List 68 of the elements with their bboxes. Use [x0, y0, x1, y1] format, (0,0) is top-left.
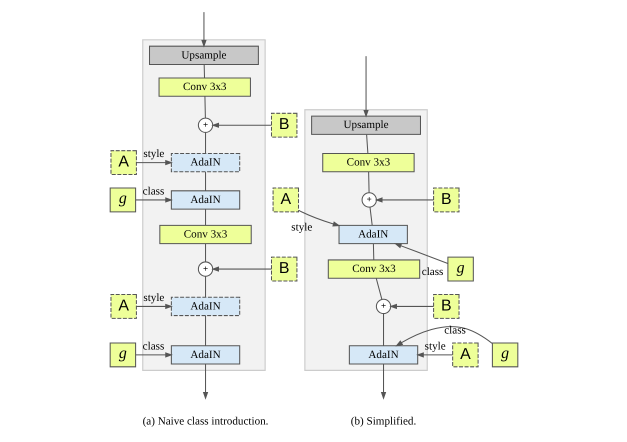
connector	[375, 278, 382, 300]
node-box: AdaIN	[170, 152, 240, 172]
node-circle: +	[197, 118, 213, 133]
node-box: Conv 3x3	[322, 152, 414, 172]
edge-label: style	[142, 148, 164, 160]
arrow	[416, 352, 452, 358]
node-box: g	[109, 188, 136, 212]
label: (a) Naive class introduction.	[142, 415, 268, 428]
arrow	[394, 243, 448, 264]
node-box: AdaIN	[170, 296, 240, 316]
connector	[204, 172, 206, 191]
edge-label: style	[424, 340, 446, 352]
node-box: A	[452, 342, 478, 368]
label: (b) Simplified.	[350, 415, 416, 428]
connector	[204, 316, 206, 346]
node-box: g	[446, 256, 474, 282]
connector	[204, 132, 206, 154]
arrow	[135, 197, 172, 203]
connector	[204, 244, 206, 262]
edge-label: class	[142, 186, 164, 198]
connector	[366, 134, 368, 154]
node-box: AdaIN	[348, 345, 418, 365]
node-box: A	[272, 188, 299, 212]
edge-label: style	[142, 292, 164, 304]
connector	[368, 207, 372, 226]
node-box: g	[109, 342, 136, 368]
node-box: g	[491, 342, 518, 368]
node-box: Upsample	[310, 116, 420, 135]
node-box: Conv 3x3	[158, 77, 250, 97]
arrow	[202, 364, 208, 400]
connector	[203, 64, 205, 78]
arrow	[374, 197, 433, 203]
node-box: Conv 3x3	[158, 224, 252, 244]
connector	[204, 209, 206, 226]
node-box: Conv 3x3	[327, 259, 420, 279]
connector	[368, 172, 370, 193]
connector	[204, 96, 206, 118]
node-box: B	[270, 256, 297, 282]
node-box: AdaIN	[338, 224, 408, 244]
connector	[372, 244, 374, 260]
arrow	[362, 56, 368, 118]
edge-label: style	[290, 221, 312, 234]
arrow	[200, 12, 206, 48]
arrow	[136, 304, 172, 310]
node-box: A	[110, 294, 136, 319]
arrow	[136, 160, 172, 166]
arrow	[394, 326, 492, 346]
connector	[204, 276, 206, 298]
node-circle: +	[361, 192, 376, 208]
node-box: B	[432, 294, 460, 319]
node-circle: +	[197, 261, 213, 277]
edge-label: class	[421, 266, 443, 278]
connector	[382, 314, 384, 346]
arrow	[210, 122, 271, 128]
edge-label: class	[142, 340, 164, 352]
node-circle: +	[375, 298, 391, 314]
node-box: B	[432, 188, 460, 212]
node-box: AdaIN	[170, 190, 240, 210]
arrow	[298, 210, 340, 226]
edge-label: class	[444, 324, 466, 337]
node-box: Upsample	[148, 46, 258, 65]
node-box: B	[270, 112, 297, 138]
node-box: AdaIN	[170, 345, 240, 365]
arrow	[210, 266, 271, 272]
arrow	[135, 352, 172, 358]
node-box: A	[110, 150, 136, 176]
arrow	[388, 304, 434, 310]
arrow	[380, 364, 386, 400]
